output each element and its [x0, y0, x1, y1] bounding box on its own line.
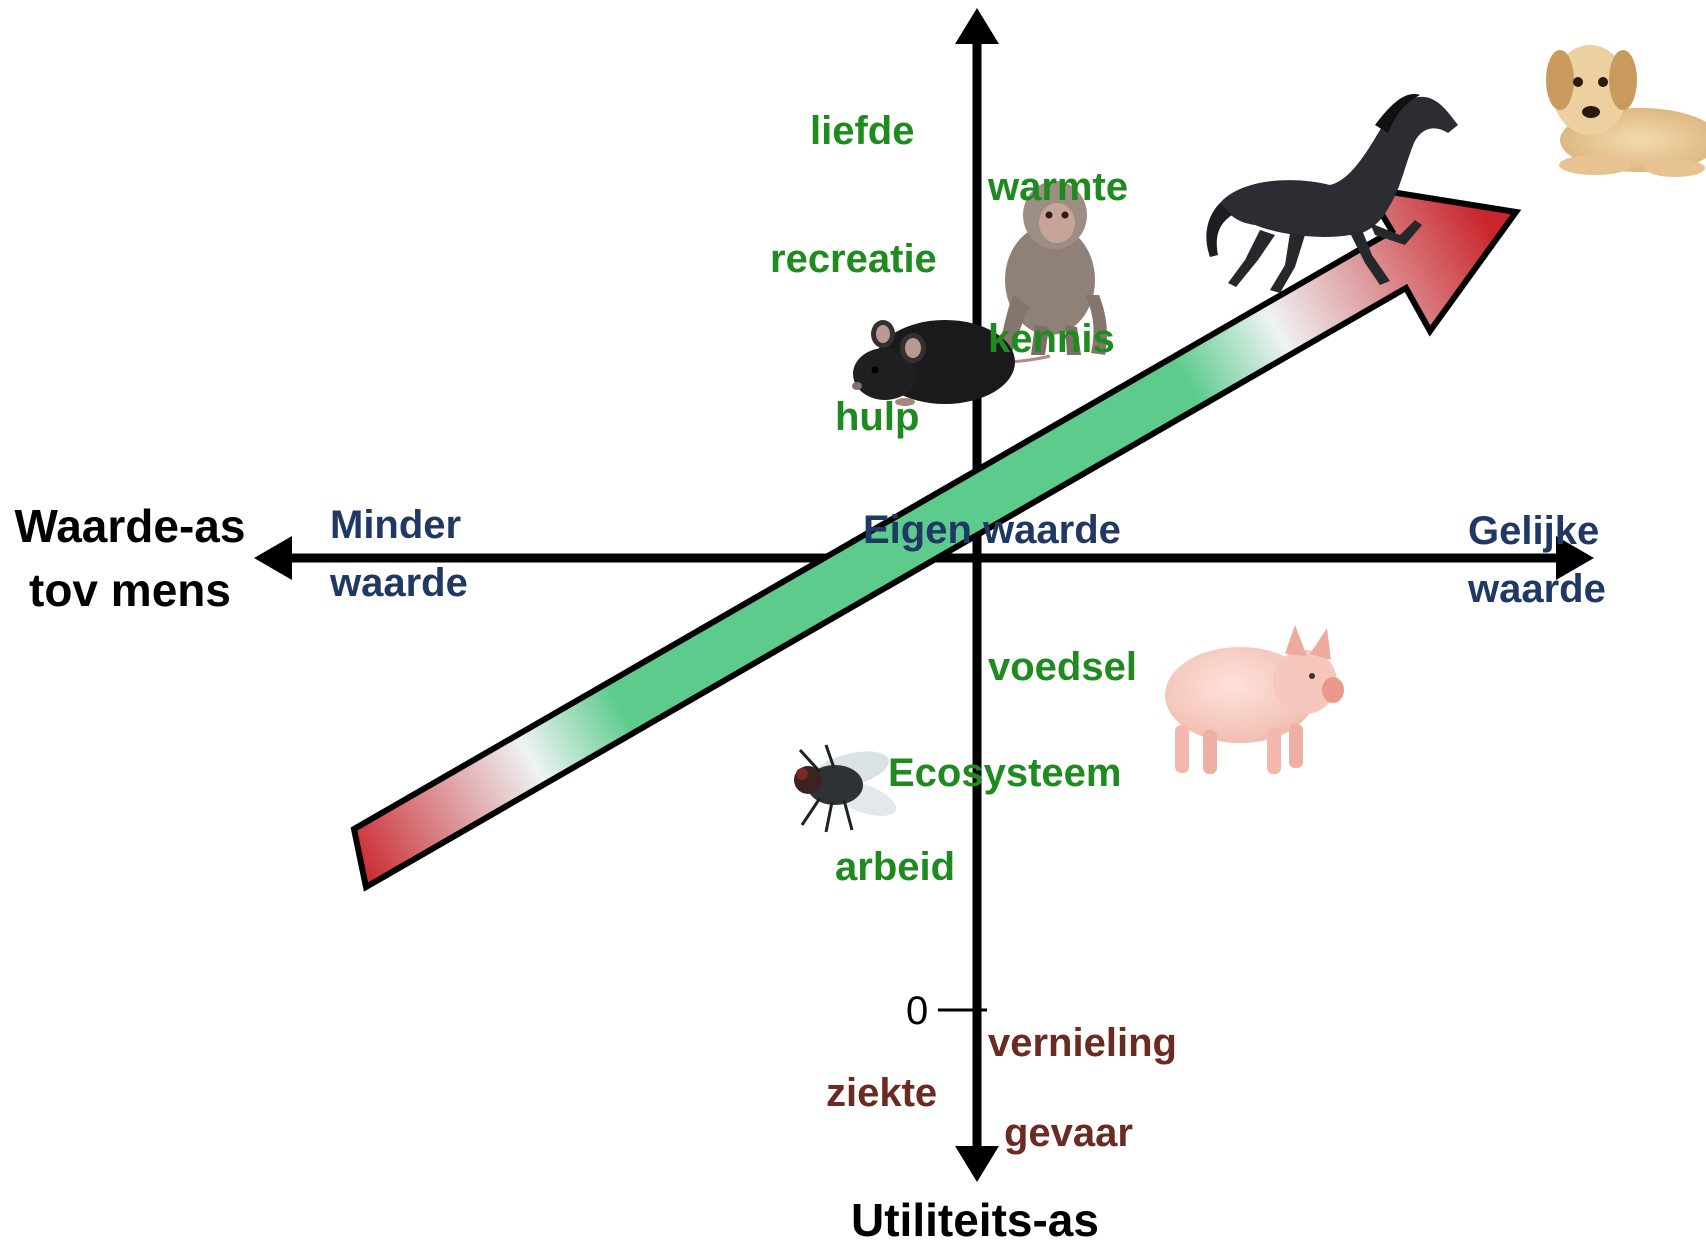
value-axis-left-label-line2: waarde	[329, 561, 468, 605]
utility-label-kennis: kennis	[988, 317, 1115, 361]
utility-axis-title: Utiliteits-as	[851, 1194, 1099, 1242]
utility-label-warmte: warmte	[987, 165, 1128, 209]
utility-label-liefde: liefde	[810, 109, 914, 153]
monkey-icon	[997, 181, 1107, 355]
utility-label-ziekte: ziekte	[826, 1071, 937, 1115]
mouse-icon	[852, 320, 1051, 406]
utility-label-voedsel: voedsel	[988, 645, 1137, 689]
value-axis-right-label-line2: waarde	[1467, 567, 1606, 611]
value-axis-right-label-line1: Gelijke	[1468, 509, 1599, 553]
utility-label-gevaar: gevaar	[1004, 1111, 1133, 1155]
value-axis-left-arrowhead	[254, 536, 292, 580]
value-axis-title-line1: Waarde-as	[15, 500, 246, 552]
value-axis-title-line2: tov mens	[29, 564, 231, 616]
pig-icon	[1165, 625, 1344, 774]
value-axis-left-label-line1: Minder	[330, 503, 461, 547]
utility-axis-bottom-arrowhead	[955, 1146, 999, 1182]
trend-arrow	[350, 184, 1522, 892]
dog-icon	[1546, 45, 1706, 177]
value-axis-right-arrowhead	[1556, 536, 1594, 580]
fly-icon	[794, 744, 897, 833]
utility-label-hulp: hulp	[835, 395, 919, 439]
utility-label-ecosysteem: Ecosysteem	[888, 751, 1121, 795]
utility-label-vernieling: vernieling	[988, 1021, 1177, 1065]
value-axis-center-label: Eigen waarde	[863, 508, 1121, 552]
utility-axis	[938, 8, 999, 1182]
horse-icon	[1206, 94, 1458, 293]
utility-label-arbeid: arbeid	[835, 845, 955, 889]
utility-label-recreatie: recreatie	[770, 237, 937, 281]
utility-zero-label: 0	[906, 989, 928, 1033]
utility-axis-top-arrowhead	[955, 8, 999, 44]
